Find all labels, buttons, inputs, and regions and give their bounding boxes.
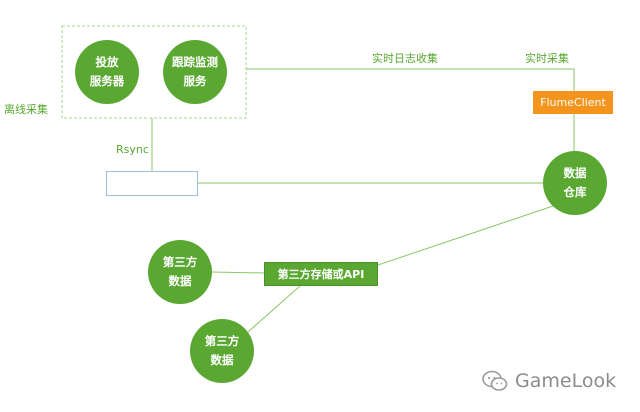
- node-delivery-server-line2: 服务器: [89, 74, 125, 88]
- node-tracking-service-line2: 服务: [183, 74, 207, 88]
- rsync-target-box: [106, 171, 198, 196]
- label-realtime-collection: 实时采集: [525, 52, 569, 65]
- line-thirdparty2-storage: [247, 285, 301, 333]
- node-tracking-service: 跟踪监测 服务: [163, 40, 227, 104]
- node-third-party-data-1: 第三方 数据: [148, 240, 212, 304]
- label-rsync: Rsync: [116, 143, 149, 156]
- wechat-icon: [482, 370, 508, 391]
- line-storage-warehouse: [377, 205, 554, 266]
- third-party-storage-box: 第三方存储或API: [264, 262, 378, 286]
- node-delivery-server: 投放 服务器: [75, 40, 139, 104]
- label-realtime-log-collection: 实时日志收集: [372, 52, 438, 65]
- watermark-text: GameLook: [515, 370, 617, 392]
- node-third-party-data-1-line1: 第三方: [162, 255, 198, 269]
- node-third-party-data-2-line1: 第三方: [204, 334, 240, 348]
- node-delivery-server-line1: 投放: [95, 55, 119, 69]
- node-data-warehouse-line2: 仓库: [563, 185, 587, 199]
- offline-source-group-border: [61, 25, 247, 119]
- node-third-party-data-2: 第三方 数据: [190, 319, 254, 383]
- node-third-party-data-2-line2: 数据: [210, 353, 234, 367]
- watermark: GameLook: [482, 366, 616, 396]
- line-thirdparty1-storage: [211, 271, 265, 274]
- flume-client-box: FlumeClient: [533, 91, 613, 114]
- line-realtime-log: [246, 68, 575, 91]
- node-data-warehouse: 数据 仓库: [543, 151, 607, 215]
- node-data-warehouse-line1: 数据: [563, 166, 587, 180]
- label-offline-collection: 离线采集: [4, 103, 48, 116]
- node-third-party-data-1-line2: 数据: [168, 274, 192, 288]
- node-tracking-service-line1: 跟踪监测: [172, 55, 218, 69]
